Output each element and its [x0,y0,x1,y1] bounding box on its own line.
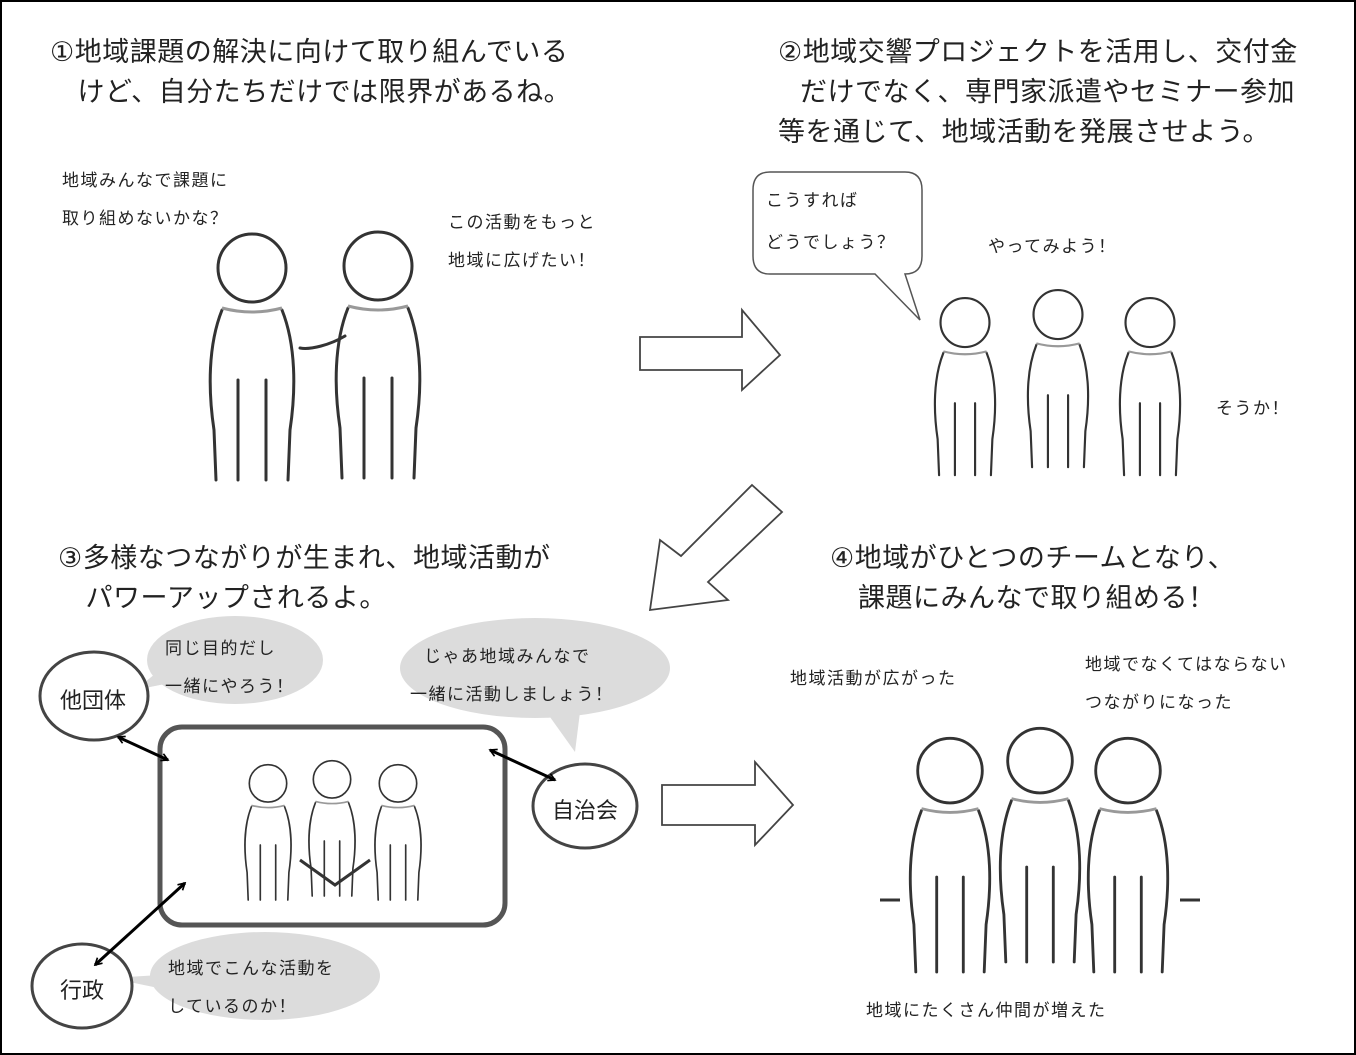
panel3-speech-bubbles [110,616,670,1020]
link-other [118,737,168,760]
panel4-speech-bottom: 地域にたくさん仲間が増えた [866,1001,1107,1021]
panel4-speech-left: 地域活動が広がった [790,669,957,689]
person-right [334,230,422,480]
speech-bubble-panel2 [752,171,923,321]
link-council [490,750,555,780]
arrow-diagonal [648,483,784,612]
panel4-heading-line1: ④地域がひとつのチームとなり、 [830,543,1236,574]
panel2-bubble-line1: こうすれば [766,191,859,211]
panel2-heading-line2: だけでなく、専門家派遣やセミナー参加 [800,77,1295,108]
org-label-council: 自治会 [552,799,619,824]
panel3-heading-line1: ③多様なつながりが生まれ、地域活動が [58,543,551,574]
panel1-speech-left-line2: 取り組めないかな？ [62,209,229,229]
panel1-heading-line2: けど、自分たちだけでは限界があるね。 [50,77,572,108]
panel4-speech-right-line2: つながりになった [1085,693,1233,713]
arrow-right-top [639,307,782,393]
panel1-figures [208,230,422,482]
panel3-speech-gov-line2: しているのか！ [168,997,297,1017]
panel4-figures [880,726,1200,974]
panel3-speech-council-line1: じゃあ地域みんなで [424,647,591,667]
panel4-speech-right-line1: 地域でなくてはならない [1085,655,1288,675]
panel3-figures [244,759,422,901]
org-label-other: 他団体 [60,689,127,714]
pointing-arm [298,334,347,350]
panel2-figures [933,289,1182,477]
panel3-speech-gov-line1: 地域でこんな活動を [168,959,335,979]
panel2-speech-right: そうか！ [1216,399,1290,419]
link-gov [95,883,185,965]
panel2-bubble-line2: どうでしょう？ [766,233,896,253]
panel2-heading-line3: 等を通じて、地域活動を発展させよう。 [778,117,1271,148]
org-circle-other [38,650,150,742]
arrow-right-bottom [661,759,795,848]
panel3-speech-council-line2: 一緒に活動しましょう！ [410,685,614,705]
panel1-speech-right-line2: 地域に広げたい！ [448,251,596,271]
panel4-heading-line2: 課題にみんなで取り組める！ [858,583,1216,614]
panel1-speech-left-line1: 地域みんなで課題に [62,171,229,191]
panel3-heading-line2: パワーアップされるよ。 [58,583,387,614]
org-circle-council [531,762,639,850]
panel2-heading-line1: ②地域交響プロジェクトを活用し、交付金 [778,37,1298,68]
panel3-speech-other-line2: 一緒にやろう！ [165,677,295,697]
panel3-speech-other-line1: 同じ目的だし [165,639,276,659]
panel2-speech-top: やってみよう！ [988,237,1117,257]
team-box [157,724,508,928]
person-left [208,232,296,482]
panel1-speech-right-line1: この活動をもっと [448,213,596,233]
panel1-heading-line1: ①地域課題の解決に向けて取り組んでいる [50,37,569,68]
org-label-gov: 行政 [60,979,105,1004]
